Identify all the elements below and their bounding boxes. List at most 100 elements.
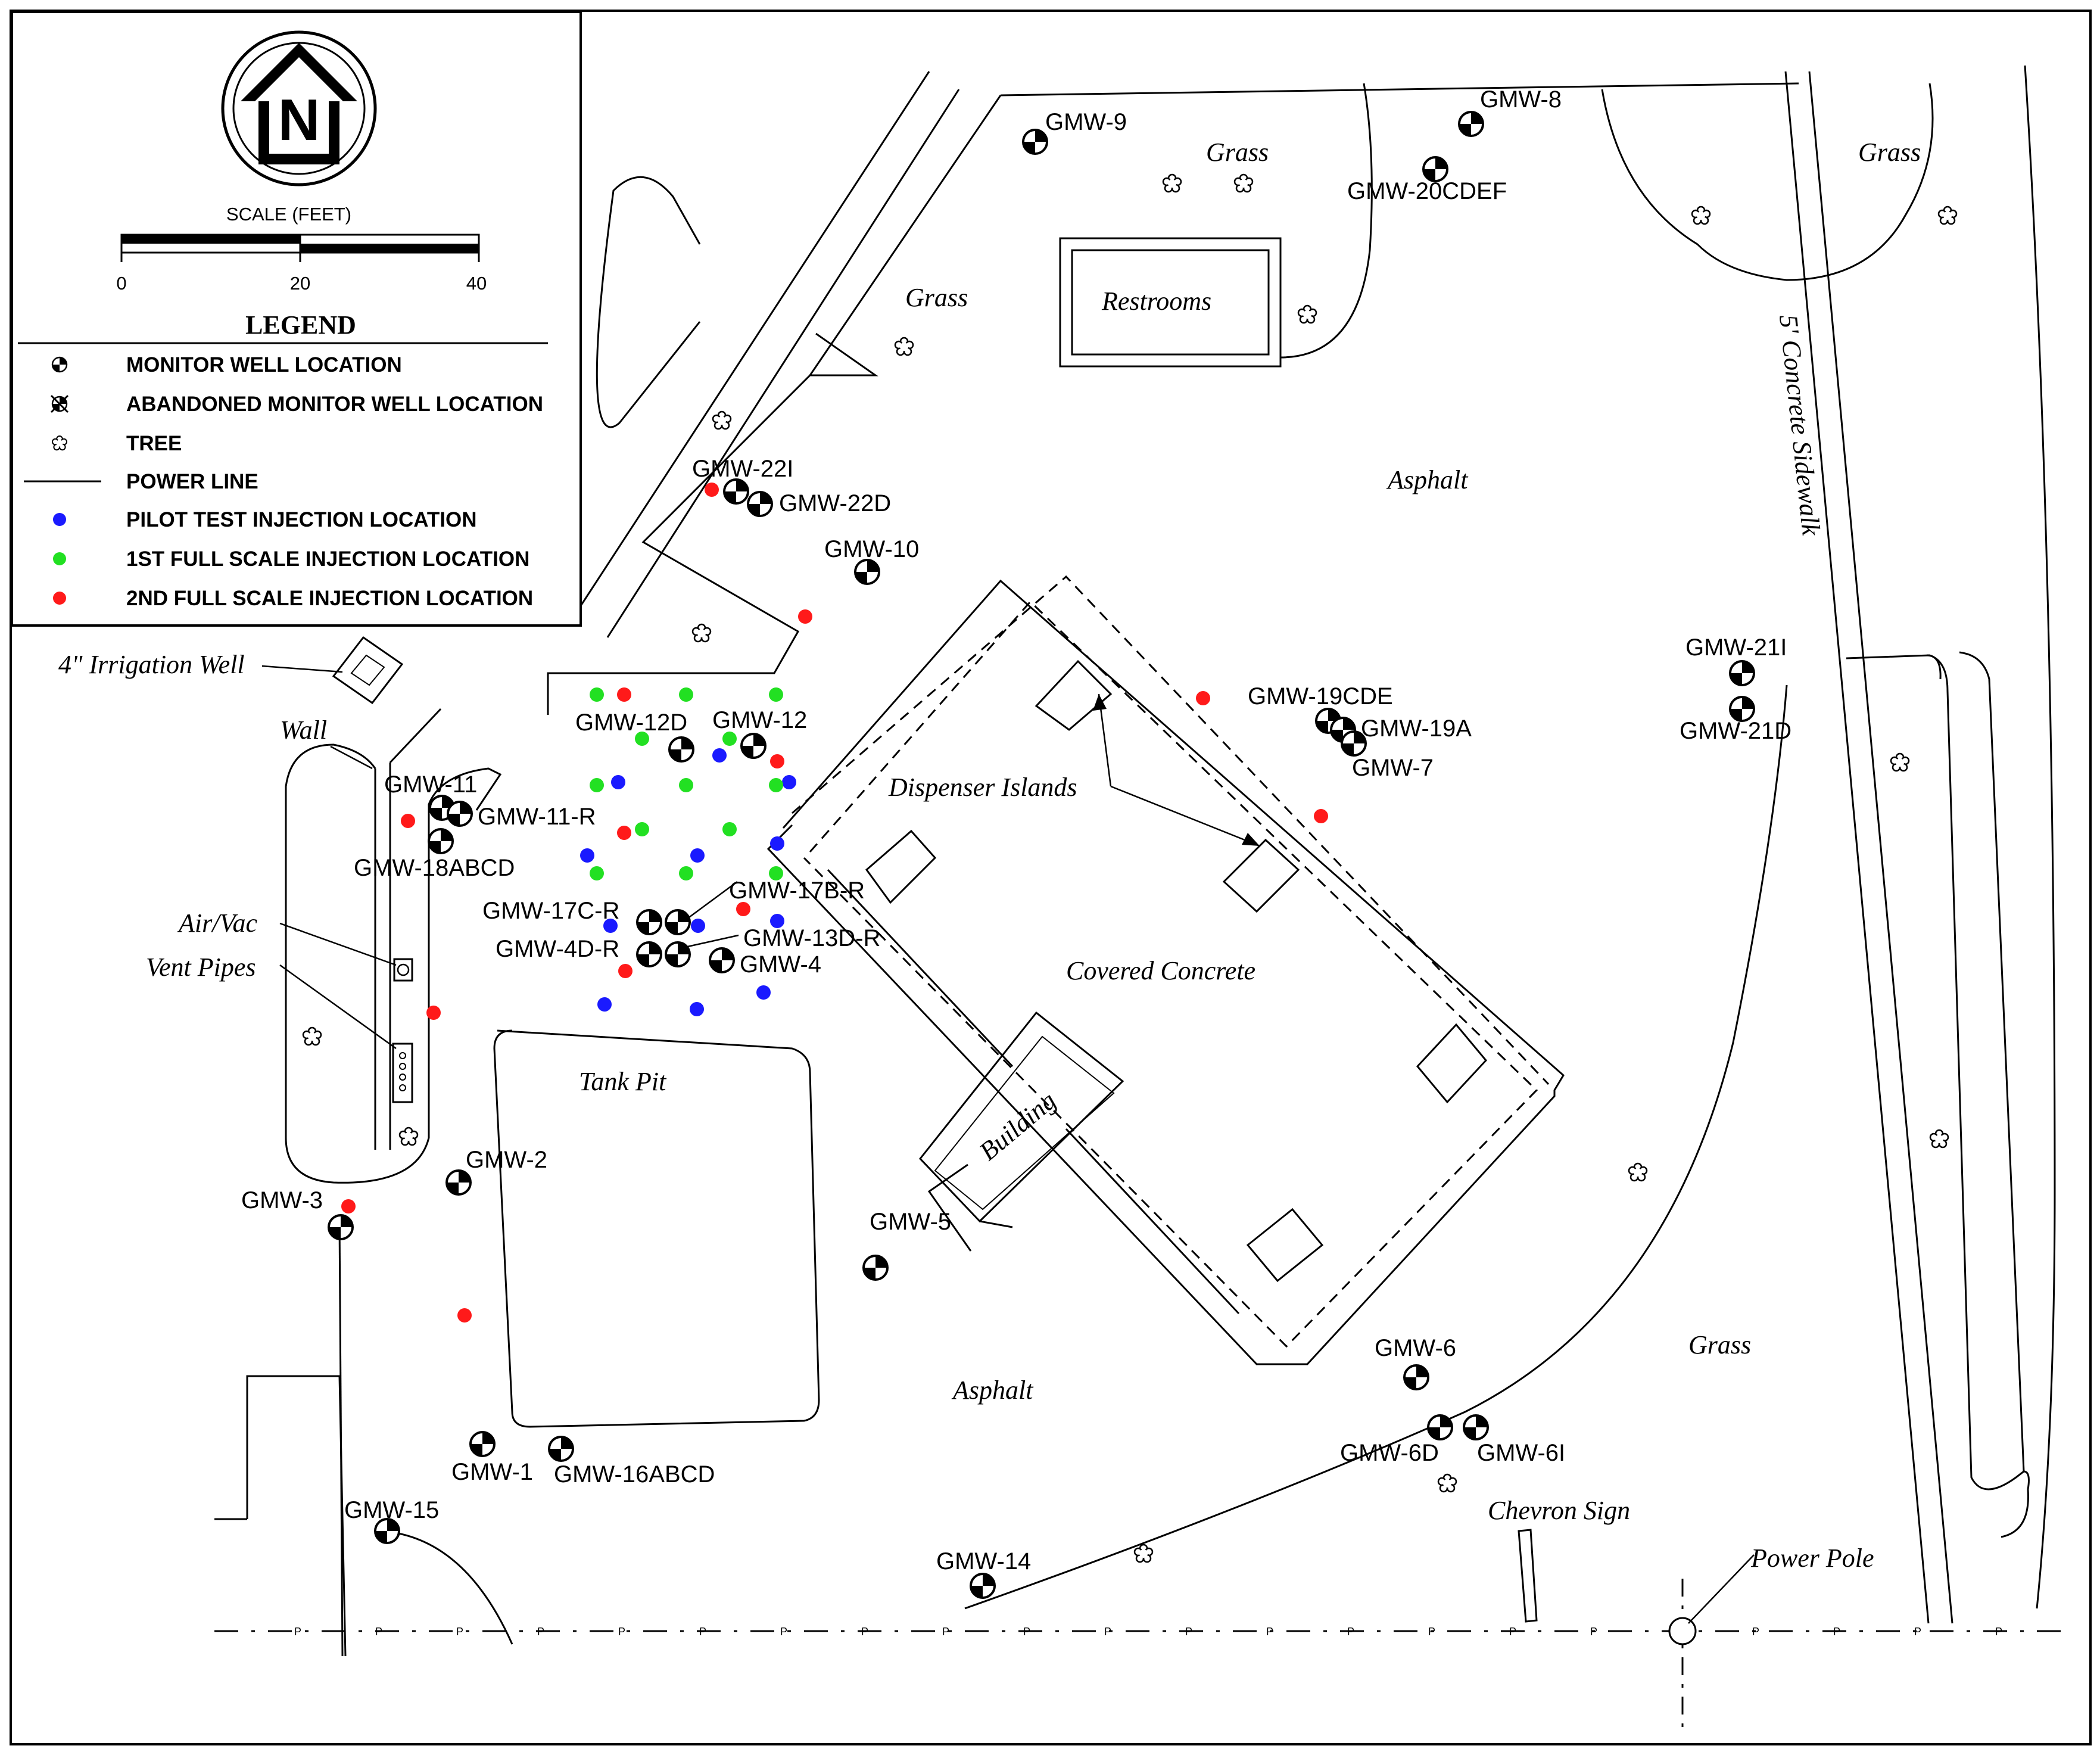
second-full-injection-point — [341, 1199, 356, 1213]
label-gmw-6: GMW-6 — [1375, 1335, 1456, 1361]
monitor-well-gmw-6d[interactable] — [1427, 1414, 1453, 1440]
tree-icon — [1628, 1162, 1648, 1182]
tree-icon — [1297, 304, 1317, 324]
pilot-test-injection-points — [580, 748, 796, 1016]
legend-title: LEGEND — [245, 310, 356, 340]
label-gmw-6i: GMW-6I — [1477, 1440, 1565, 1466]
label-gmw-21i: GMW-21I — [1685, 634, 1787, 661]
label-tank-pit: Tank Pit — [579, 1067, 667, 1096]
power-line-marker: P — [1347, 1626, 1354, 1638]
monitor-well-gmw-2[interactable] — [445, 1169, 472, 1196]
monitor-well-gmw-14[interactable] — [970, 1573, 996, 1599]
leader-lines — [261, 665, 1755, 1624]
pilot-injection-point — [597, 997, 612, 1012]
power-line-marker: P — [1590, 1626, 1597, 1638]
dispenser-islands — [865, 659, 1487, 1283]
tree-icon — [398, 1127, 419, 1146]
scale-bar: SCALE (FEET) 0 20 40 — [116, 204, 487, 294]
label-gmw-4: GMW-4 — [740, 951, 821, 978]
second-full-injection-point — [401, 814, 415, 828]
label-grass-west: Grass — [905, 283, 968, 312]
legend-second-full-dot-icon — [53, 592, 66, 605]
scale-title: SCALE (FEET) — [226, 204, 351, 225]
second-full-injection-point — [617, 826, 631, 840]
pilot-injection-point — [782, 775, 796, 789]
tree-icon — [1233, 173, 1254, 193]
label-gmw-10: GMW-10 — [824, 536, 919, 562]
power-line-marker: P — [780, 1626, 787, 1638]
monitor-well-gmw-8[interactable] — [1458, 111, 1484, 137]
first-full-injection-point — [590, 687, 604, 702]
label-gmw-15: GMW-15 — [344, 1497, 439, 1523]
label-gmw-13d-r: GMW-13D-R — [743, 925, 880, 951]
label-grass-north: Grass — [1206, 138, 1269, 167]
monitor-well-gmw-6i[interactable] — [1463, 1414, 1489, 1440]
pilot-injection-point — [756, 985, 771, 1000]
monitor-well-gmw-4[interactable] — [709, 947, 735, 973]
second-full-injection-point — [1314, 809, 1328, 823]
monitor-well-gmw-21i[interactable] — [1729, 660, 1755, 686]
legend-label-pilot: PILOT TEST INJECTION LOCATION — [126, 508, 477, 531]
power-line-marker: P — [375, 1626, 382, 1638]
power-line-marker: P — [618, 1626, 625, 1638]
second-full-scale-injection-points — [341, 483, 1328, 1323]
label-gmw-14: GMW-14 — [936, 1548, 1031, 1574]
monitor-well-gmw-4d-r[interactable] — [636, 941, 662, 967]
monitor-well-gmw-12[interactable] — [740, 733, 767, 759]
monitor-well-gmw-13d-r[interactable] — [665, 941, 691, 967]
power-line-marker: P — [1104, 1626, 1111, 1638]
label-gmw-8: GMW-8 — [1480, 86, 1562, 113]
tank-pit — [493, 1029, 820, 1428]
monitor-well-gmw-16abcd[interactable] — [548, 1436, 574, 1462]
first-full-injection-point — [769, 866, 783, 880]
power-line-marker: P — [1833, 1626, 1840, 1638]
monitor-well-gmw-22i[interactable] — [723, 478, 749, 505]
label-gmw-12d: GMW-12D — [575, 710, 687, 736]
second-full-injection-point — [457, 1308, 472, 1323]
label-covered-concrete: Covered Concrete — [1066, 956, 1255, 985]
label-gmw-21d: GMW-21D — [1680, 718, 1791, 744]
monitor-well-gmw-10[interactable] — [854, 559, 880, 585]
north-letter: N — [278, 87, 320, 153]
monitor-well-gmw-12d[interactable] — [668, 736, 694, 763]
tree-icon — [1162, 173, 1182, 193]
tree-icon — [691, 623, 712, 643]
monitor-well-gmw-11-r[interactable] — [447, 801, 473, 827]
label-grass-ne: Grass — [1858, 138, 1921, 167]
label-chevron-sign: Chevron Sign — [1488, 1496, 1630, 1525]
first-full-injection-point — [679, 866, 693, 880]
well-labels: GMW-9 GMW-8 GMW-20CDEF GMW-22I GMW-22D G… — [241, 86, 1791, 1574]
monitor-well-gmw-3[interactable] — [328, 1214, 354, 1240]
first-full-injection-point — [769, 778, 783, 792]
scale-tick-20: 20 — [290, 273, 310, 294]
second-full-injection-point — [617, 687, 631, 702]
monitor-well-gmw-6[interactable] — [1403, 1364, 1429, 1390]
irrigation-well — [332, 636, 404, 705]
monitor-well-gmw-9[interactable] — [1022, 129, 1048, 155]
power-line-marker: P — [456, 1626, 463, 1638]
monitor-well-gmw-17b-r[interactable] — [665, 909, 691, 935]
label-power-pole: Power Pole — [1750, 1544, 1874, 1573]
tree-icon — [1937, 206, 1958, 225]
monitor-well-gmw-17c-r[interactable] — [636, 909, 662, 935]
legend-label-monitor-well: MONITOR WELL LOCATION — [126, 353, 402, 376]
scale-tick-0: 0 — [116, 273, 126, 294]
tree-icon — [1437, 1473, 1457, 1493]
power-line-marker: P — [537, 1626, 544, 1638]
first-full-injection-point — [635, 732, 649, 746]
monitor-well-gmw-20cdef[interactable] — [1422, 156, 1448, 182]
monitor-well-gmw-21d[interactable] — [1729, 696, 1755, 722]
arrow-heads — [1093, 694, 1260, 846]
monitor-well-gmw-5[interactable] — [862, 1255, 889, 1281]
second-full-injection-point — [426, 1006, 441, 1020]
power-line-marker: P — [942, 1626, 949, 1638]
label-gmw-11-r: GMW-11-R — [478, 804, 596, 830]
covered-concrete-canopy — [767, 575, 1565, 1365]
first-full-scale-injection-points — [590, 687, 783, 880]
monitor-well-gmw-22d[interactable] — [747, 491, 773, 517]
monitor-well-gmw-18abcd[interactable] — [428, 828, 454, 854]
monitor-well-gmw-1[interactable] — [469, 1431, 496, 1457]
power-line-marker: P — [1428, 1626, 1435, 1638]
